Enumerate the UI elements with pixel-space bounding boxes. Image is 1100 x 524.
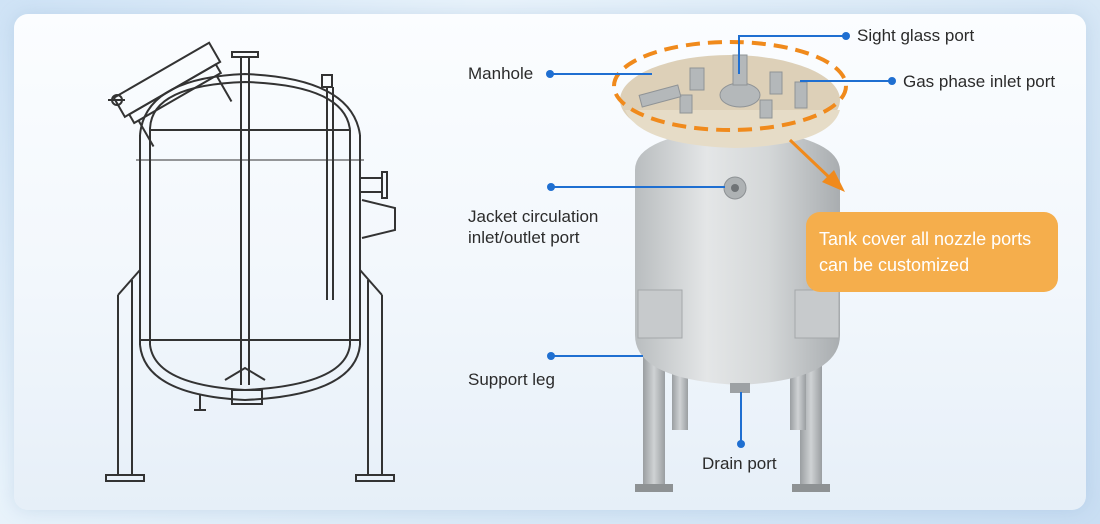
manhole-leader xyxy=(552,73,652,75)
drain-label: Drain port xyxy=(702,454,777,473)
sight-glass-label: Sight glass port xyxy=(857,26,975,45)
callout-line1: Tank cover all nozzle ports xyxy=(819,229,1032,249)
sight-glass-leader-h xyxy=(738,35,846,37)
manhole-label: Manhole xyxy=(468,64,534,83)
sight-glass-dot xyxy=(842,32,850,40)
jacket-label-line2: inlet/outlet port xyxy=(468,228,580,247)
jacket-dot xyxy=(547,183,555,191)
sight-glass-leader-v xyxy=(738,36,740,74)
gas-phase-leader xyxy=(800,80,892,82)
manhole-dot xyxy=(546,70,554,78)
customization-callout: Tank cover all nozzle ports can be custo… xyxy=(806,212,1058,292)
drain-leader xyxy=(740,392,742,444)
jacket-leader xyxy=(553,186,725,188)
cover-highlight-ellipse xyxy=(612,40,848,132)
gas-phase-dot xyxy=(888,77,896,85)
jacket-label-line1: Jacket circulation xyxy=(468,207,599,226)
support-leg-leader xyxy=(553,355,643,357)
support-leg-dot xyxy=(547,352,555,360)
gas-phase-label: Gas phase inlet port xyxy=(903,72,1056,91)
support-leg-label: Support leg xyxy=(468,370,555,389)
callout-line2: can be customized xyxy=(819,255,970,275)
drain-dot xyxy=(737,440,745,448)
